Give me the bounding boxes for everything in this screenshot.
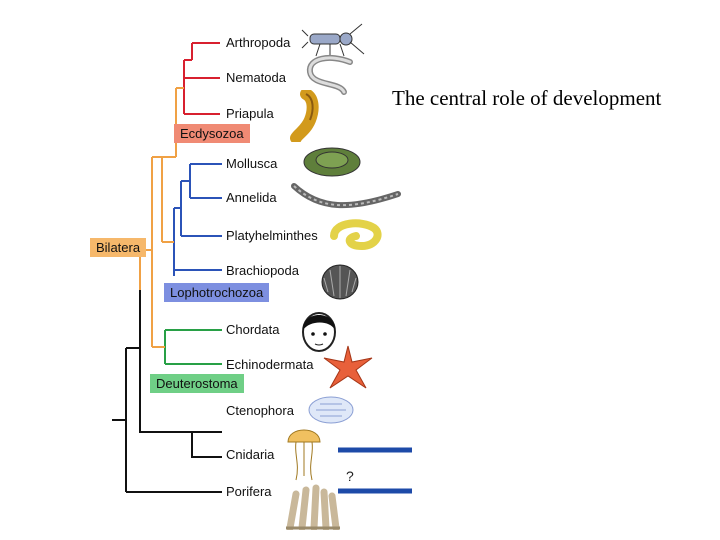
taxon-label-chordata: Chordata [226, 322, 280, 337]
priapulid-icon [290, 90, 319, 142]
slide-title: The central role of development [392, 86, 662, 110]
taxon-label-ctenophora: Ctenophora [226, 403, 294, 418]
root-stem [125, 347, 140, 492]
cnidaria-branch [191, 432, 222, 458]
taxon-label-mollusca: Mollusca [226, 156, 278, 171]
taxon-label-annelida: Annelida [226, 190, 277, 205]
starfish-icon [323, 345, 373, 389]
human-face-icon [302, 312, 336, 352]
protostomia-link [151, 157, 165, 348]
sponge-icon [286, 484, 340, 530]
taxon-label-porifera: Porifera [226, 484, 272, 499]
clade-label-lophotrochozoa: Lophotrochozoa [164, 283, 270, 302]
jellyfish-icon [287, 429, 321, 481]
taxon-label-arthropoda: Arthropoda [226, 35, 291, 50]
platy-stem [174, 181, 182, 236]
inner-ecdysozoa-stem [183, 59, 192, 114]
snail-icon [303, 147, 361, 177]
clade-label-ecdysozoa: Ecdysozoa [174, 124, 250, 143]
ctenophora-branch [139, 372, 222, 433]
comb-jelly-icon [308, 396, 354, 424]
taxon-label-nematoda: Nematoda [226, 70, 286, 85]
mollusca-annelida-stem [181, 164, 191, 198]
taxon-label-brachiopoda: Brachiopoda [226, 263, 299, 278]
flatworm-icon [330, 219, 382, 251]
clade-label-bilatera: Bilatera [90, 238, 147, 257]
ecdysozoa-branches [183, 42, 220, 115]
roundworm-icon [307, 54, 353, 95]
question-mark: ? [346, 468, 354, 484]
taxon-label-echinodermata: Echinodermata [226, 357, 314, 372]
basal-branches [112, 290, 222, 493]
protostome-stem [152, 126, 177, 158]
taxon-label-cnidaria: Cnidaria [226, 447, 275, 462]
taxon-label-platyhelminthes: Platyhelminthes [226, 228, 318, 243]
clade-label-deuterostoma: Deuterostoma [150, 374, 244, 393]
brachiopod-shell-icon [321, 264, 359, 300]
lophotrochozoa-branches [173, 163, 222, 276]
crayfish-icon [301, 23, 365, 57]
lophotrochozoa-root [161, 157, 174, 243]
ecdysozoa-root [175, 87, 184, 126]
taxon-label-priapula: Priapula [226, 106, 274, 121]
deuterostoma-branches [164, 329, 222, 365]
segmented-worm-icon [291, 183, 401, 209]
blue-markers [338, 447, 412, 494]
